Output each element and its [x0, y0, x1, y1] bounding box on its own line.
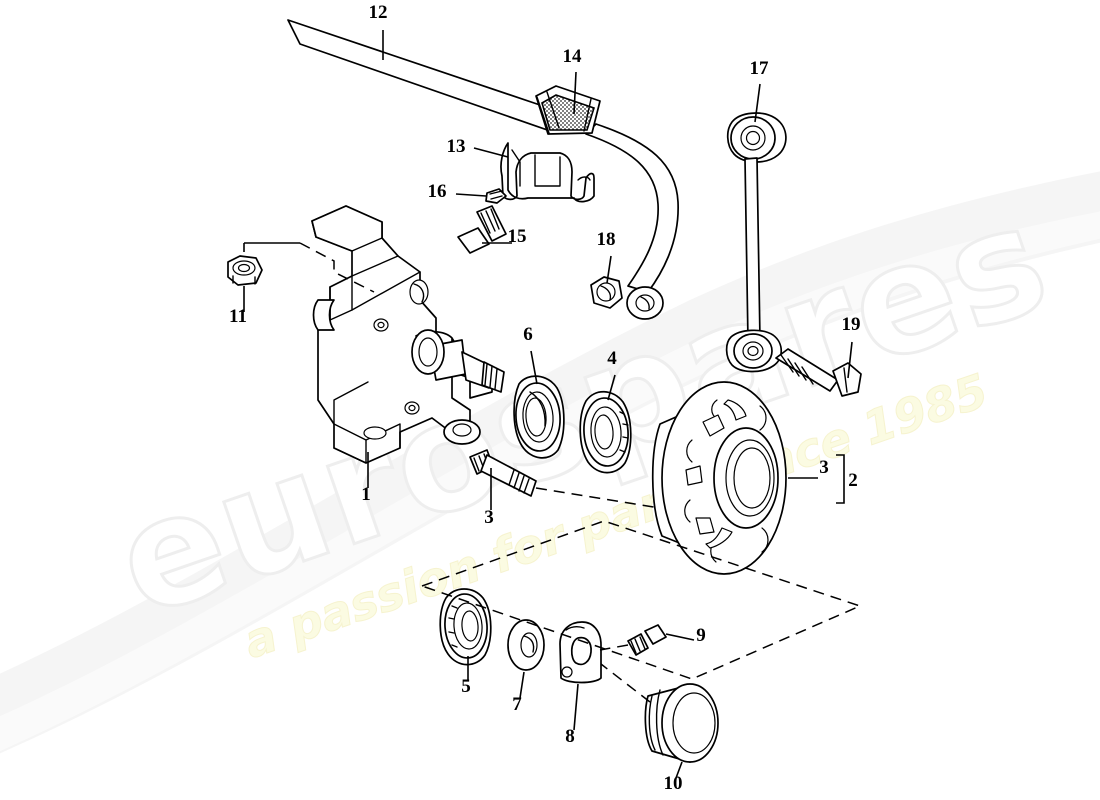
part-label-8: 8 [565, 726, 575, 747]
part-hub-cap-screw [627, 624, 667, 656]
part-label-10: 10 [664, 773, 683, 794]
drop-link-upper-eye [726, 112, 787, 163]
part-label-5: 5 [461, 676, 471, 697]
part-drop-link-bolt [775, 348, 862, 397]
part-anti-roll-bar [287, 19, 679, 320]
assembly-group-box [419, 520, 863, 680]
part-clamp-bolt [457, 205, 507, 254]
part-inner-oil-seal [513, 375, 565, 459]
part-label-2: 2 [848, 470, 858, 491]
drop-link-lower-eye [725, 329, 783, 373]
part-label-1: 1 [361, 484, 371, 505]
part-steering-knuckle [311, 205, 505, 464]
part-lock-washer [485, 188, 507, 204]
part-label-7: 7 [512, 694, 522, 715]
part-number-labels: 12 14 17 13 16 15 18 11 19 6 4 1 3 3 2 5… [229, 2, 860, 794]
part-label-9: 9 [696, 625, 706, 646]
part-drop-link-nut [590, 276, 623, 309]
part-castle-nut-retainer [559, 621, 602, 684]
part-label-15: 15 [508, 226, 527, 247]
part-label-18: 18 [597, 229, 616, 250]
part-label-19: 19 [842, 314, 861, 335]
part-label-11: 11 [229, 306, 247, 327]
part-label-12: 12 [369, 2, 388, 23]
part-wheel-stud [469, 449, 537, 497]
watermark-group: eurospares a passion for parts since 198… [0, 170, 1100, 754]
part-grease-cap [644, 683, 719, 763]
part-drop-link [725, 112, 787, 373]
watermark-swoosh [0, 171, 1100, 754]
part-label-16: 16 [428, 181, 447, 202]
part-wheel-hub [651, 381, 787, 575]
knuckle-upper-boss [312, 299, 335, 331]
part-label-14: 14 [563, 46, 583, 67]
part-inner-wheel-bearing [579, 390, 632, 474]
knuckle-spindle [411, 329, 505, 399]
part-thrust-washer [507, 619, 545, 671]
part-label-13: 13 [447, 136, 466, 157]
part-knuckle-nut [227, 255, 263, 286]
part-label-4: 4 [607, 348, 617, 369]
part-label-3-group: 3 [819, 457, 829, 478]
part-stabilizer-bushing [535, 85, 601, 135]
part-bushing-clamp [500, 142, 595, 203]
part-label-3: 3 [484, 507, 494, 528]
part-label-6: 6 [523, 324, 533, 345]
knuckle-lower-boss [443, 419, 481, 445]
hub-web-cutouts [685, 399, 747, 549]
anti-roll-bar-eye [626, 286, 664, 320]
hub-stud-holes [684, 399, 769, 563]
part-label-17: 17 [750, 58, 770, 79]
leader-lines [243, 30, 853, 779]
